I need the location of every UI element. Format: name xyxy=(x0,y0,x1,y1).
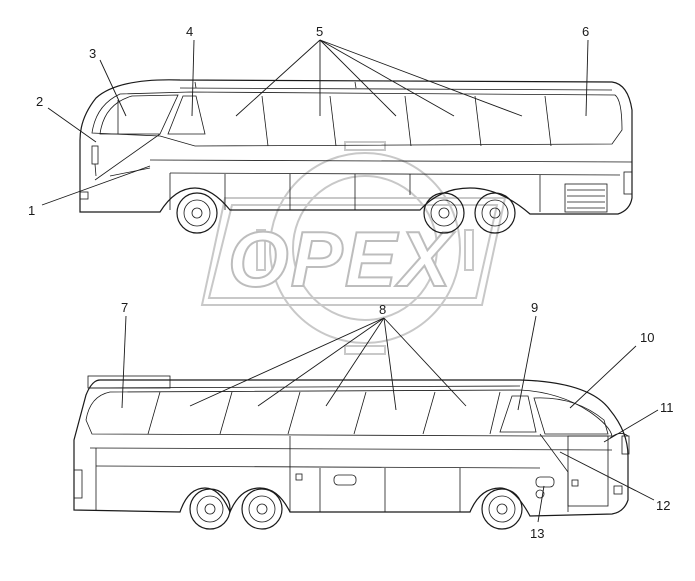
watermark-text: OPEX xyxy=(228,215,455,303)
callout-5: 5 xyxy=(316,24,323,39)
callout-11: 11 xyxy=(660,400,674,415)
wheel-icon xyxy=(474,192,516,234)
gear-watermark-icon xyxy=(256,141,474,355)
wheel-icon xyxy=(176,192,218,234)
callout-7: 7 xyxy=(121,300,128,315)
callout-8: 8 xyxy=(379,302,386,317)
callout-2: 2 xyxy=(36,94,43,109)
callout-3: 3 xyxy=(89,46,96,61)
callout-1: 1 xyxy=(28,203,35,218)
wheel-icon xyxy=(241,488,283,530)
callout-labels: 1 2 3 4 5 6 7 8 9 10 11 12 13 xyxy=(28,24,674,541)
callout-12: 12 xyxy=(656,498,670,513)
callout-4: 4 xyxy=(186,24,193,39)
callout-13: 13 xyxy=(530,526,544,541)
wheel-icon xyxy=(423,192,465,234)
watermark: OPEX xyxy=(200,141,507,355)
top-bus xyxy=(79,79,633,234)
callout-9: 9 xyxy=(531,300,538,315)
leader-lines xyxy=(41,39,659,523)
callout-6: 6 xyxy=(582,24,589,39)
wheel-icon xyxy=(481,488,523,530)
callout-10: 10 xyxy=(640,330,654,345)
wheel-icon xyxy=(189,488,231,530)
bottom-bus xyxy=(73,375,630,530)
rear-grille-icon xyxy=(564,183,608,213)
